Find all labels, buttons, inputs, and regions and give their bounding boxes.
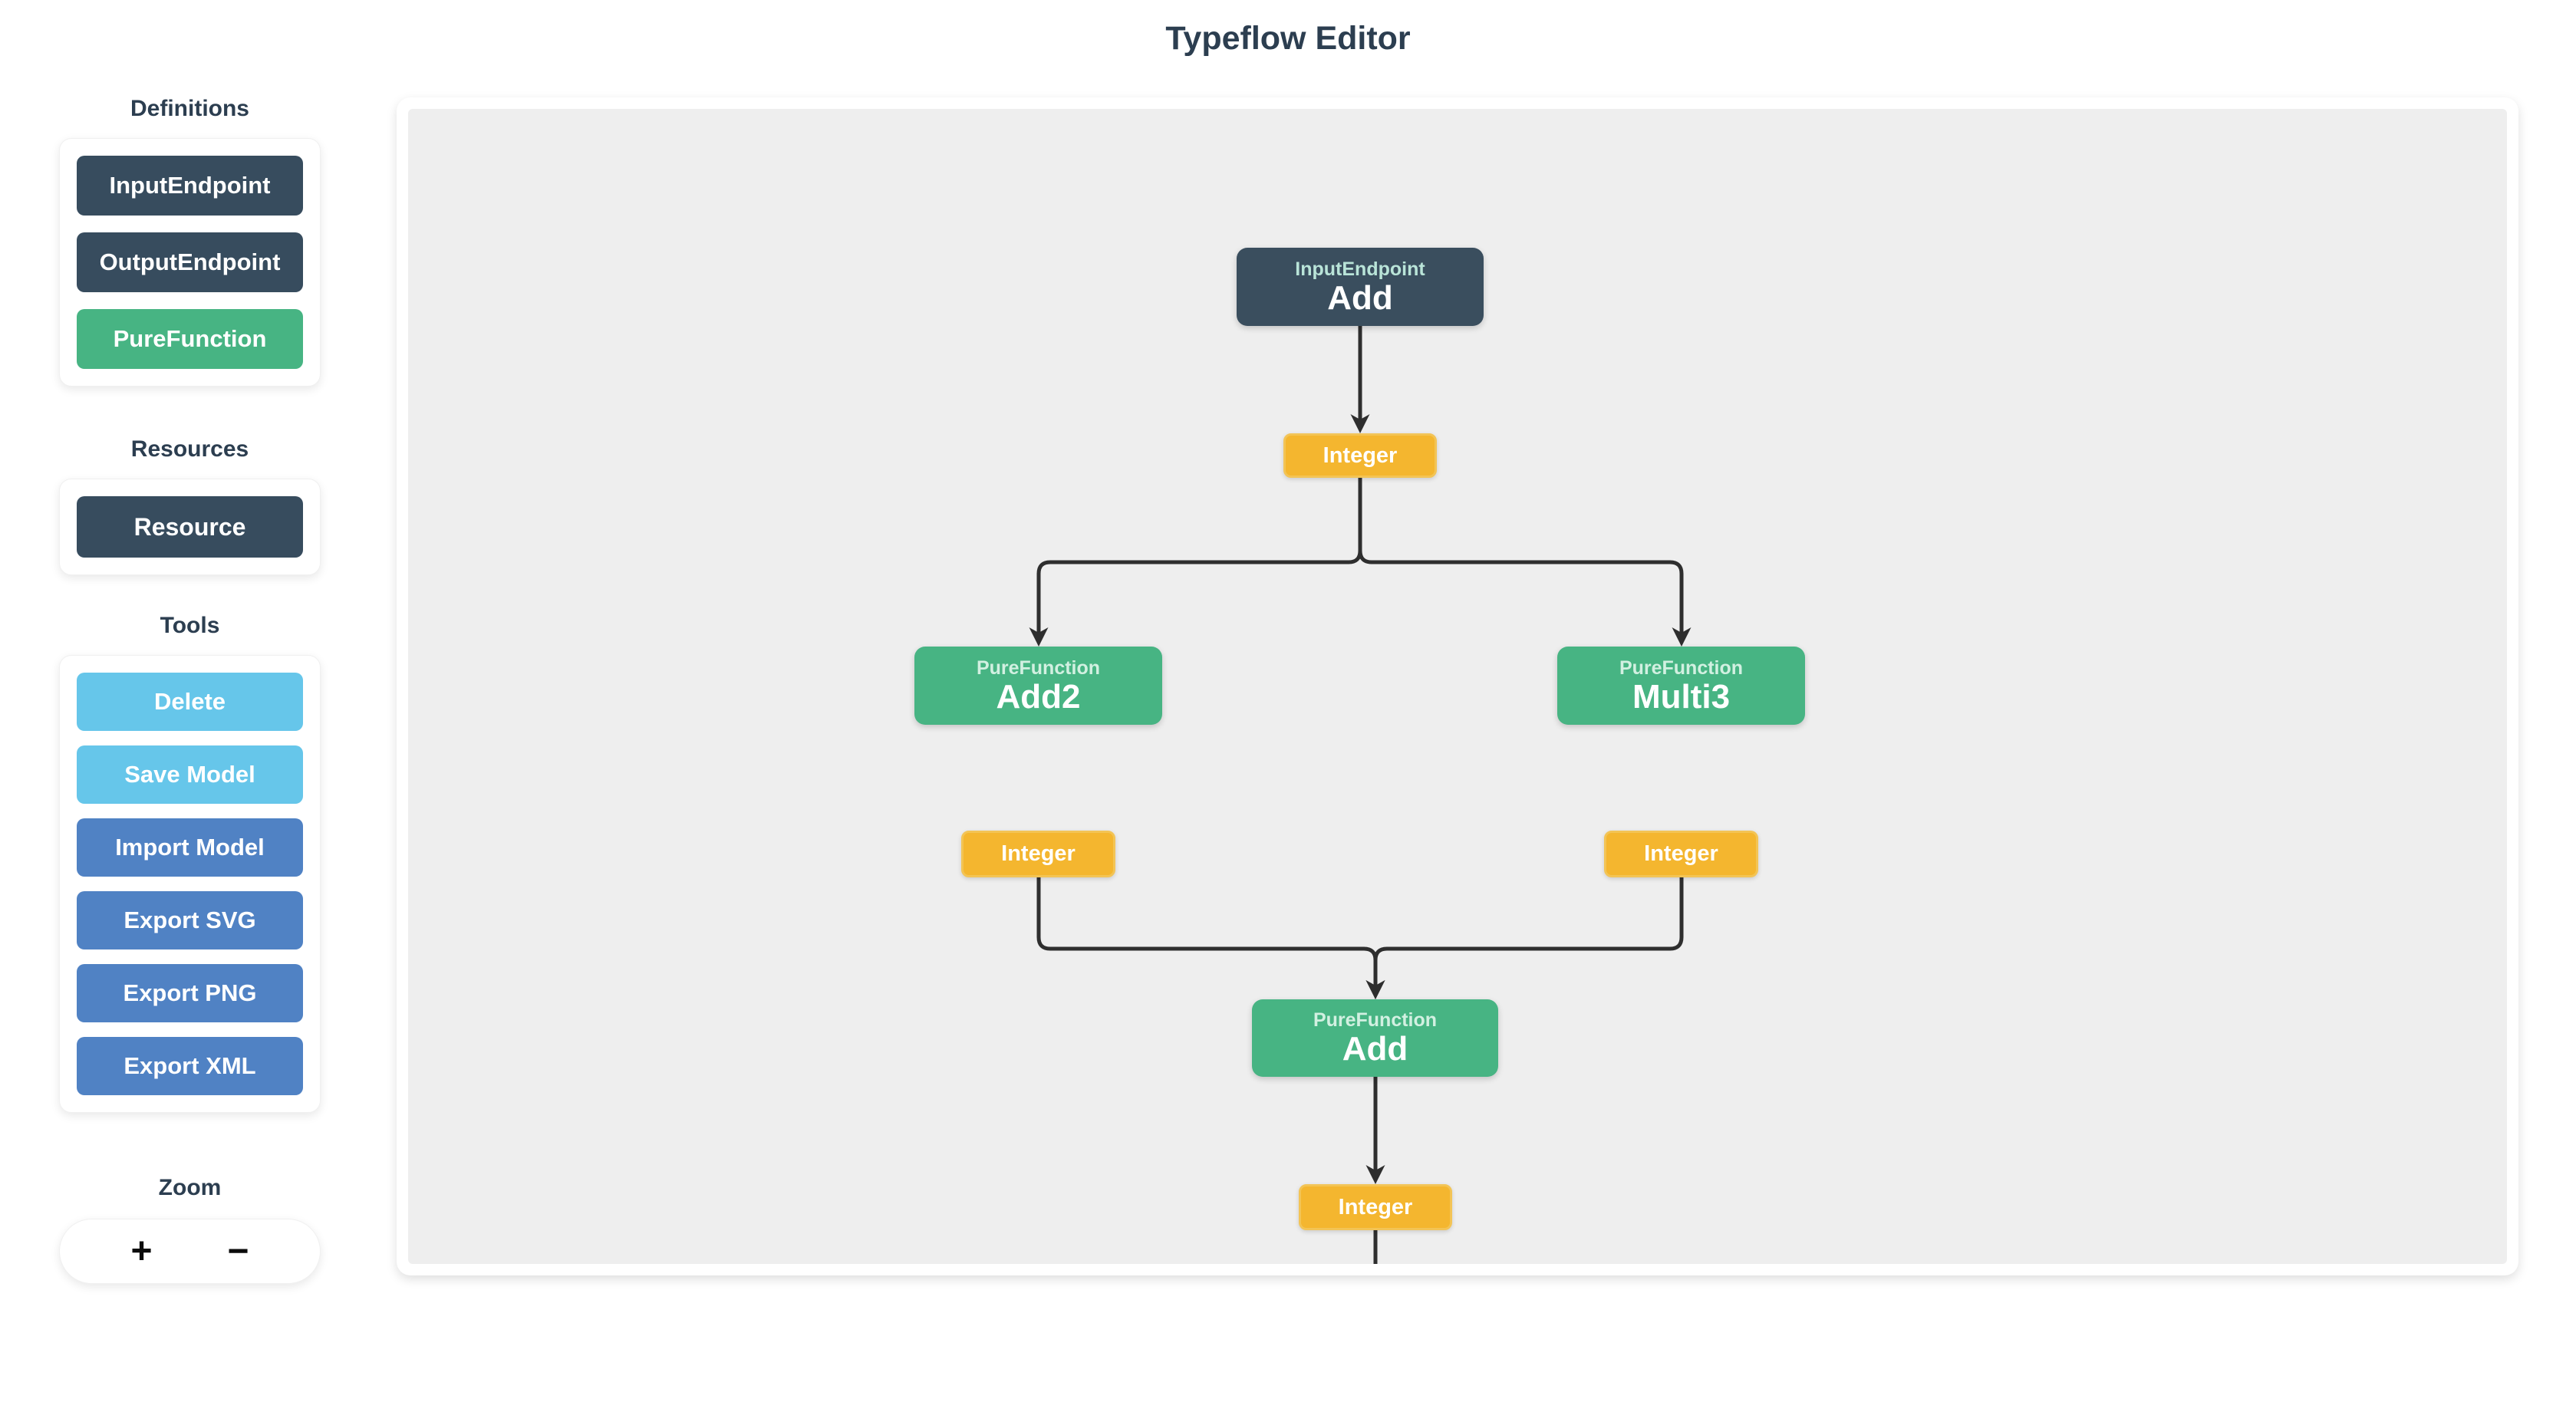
type-badge-integer-4[interactable]: Integer: [1299, 1184, 1452, 1230]
node-name-label: Multi3: [1632, 677, 1731, 716]
sidebar: Definitions InputEndpoint OutputEndpoint…: [59, 94, 321, 1284]
sidebar-button-inputendpoint[interactable]: InputEndpoint: [77, 156, 303, 216]
edge-branch-right: [1358, 478, 1692, 647]
delete-button[interactable]: Delete: [77, 673, 303, 731]
definitions-card: InputEndpoint OutputEndpoint PureFunctio…: [59, 138, 321, 387]
sidebar-button-outputendpoint[interactable]: OutputEndpoint: [77, 232, 303, 292]
edge-merge-left: [1036, 877, 1385, 999]
node-purefunction-add[interactable]: PureFunction Add: [1252, 999, 1498, 1077]
resources-section: Resources Resource: [59, 434, 321, 575]
zoom-control: + −: [59, 1219, 321, 1284]
node-name-label: Add: [1327, 278, 1393, 317]
page-title: Typeflow Editor: [1165, 20, 1411, 57]
resources-card: Resource: [59, 479, 321, 575]
zoom-heading: Zoom: [158, 1175, 222, 1200]
editor-canvas[interactable]: InputEndpoint Add Integer PureFunction A…: [408, 109, 2507, 1264]
sidebar-button-purefunction[interactable]: PureFunction: [77, 309, 303, 369]
type-badge-label: Integer: [1323, 443, 1398, 468]
tools-card: Delete Save Model Import Model Export SV…: [59, 655, 321, 1113]
export-svg-button[interactable]: Export SVG: [77, 891, 303, 949]
type-badge-integer-3[interactable]: Integer: [1604, 831, 1758, 877]
node-name-label: Add2: [996, 677, 1081, 716]
type-badge-integer-1[interactable]: Integer: [1283, 433, 1437, 478]
type-badge-label: Integer: [1001, 841, 1076, 866]
node-kind-label: PureFunction: [1619, 657, 1744, 679]
tools-section: Tools Delete Save Model Import Model Exp…: [59, 610, 321, 1113]
zoom-out-button[interactable]: −: [203, 1221, 274, 1282]
resources-heading: Resources: [130, 436, 249, 462]
node-purefunction-add2[interactable]: PureFunction Add2: [914, 647, 1162, 725]
type-badge-label: Integer: [1644, 841, 1718, 866]
export-xml-button[interactable]: Export XML: [77, 1037, 303, 1095]
zoom-section: Zoom + −: [59, 1173, 321, 1284]
editor-canvas-card: InputEndpoint Add Integer PureFunction A…: [397, 97, 2518, 1275]
edge-branch-left: [1029, 478, 1362, 647]
edge-merge-right: [1365, 877, 1684, 999]
type-badge-label: Integer: [1338, 1194, 1413, 1219]
zoom-in-button[interactable]: +: [107, 1221, 177, 1282]
node-name-label: Add: [1342, 1030, 1408, 1068]
node-purefunction-multi3[interactable]: PureFunction Multi3: [1557, 647, 1805, 725]
sidebar-button-resource[interactable]: Resource: [77, 496, 303, 558]
export-png-button[interactable]: Export PNG: [77, 964, 303, 1022]
definitions-heading: Definitions: [130, 96, 249, 121]
node-kind-label: InputEndpoint: [1295, 258, 1425, 280]
import-model-button[interactable]: Import Model: [77, 818, 303, 877]
node-kind-label: PureFunction: [1313, 1009, 1438, 1032]
node-kind-label: PureFunction: [976, 657, 1101, 679]
node-inputendpoint-add[interactable]: InputEndpoint Add: [1237, 248, 1484, 326]
save-model-button[interactable]: Save Model: [77, 745, 303, 804]
definitions-section: Definitions InputEndpoint OutputEndpoint…: [59, 94, 321, 387]
type-badge-integer-2[interactable]: Integer: [961, 831, 1115, 877]
tools-heading: Tools: [160, 613, 220, 638]
